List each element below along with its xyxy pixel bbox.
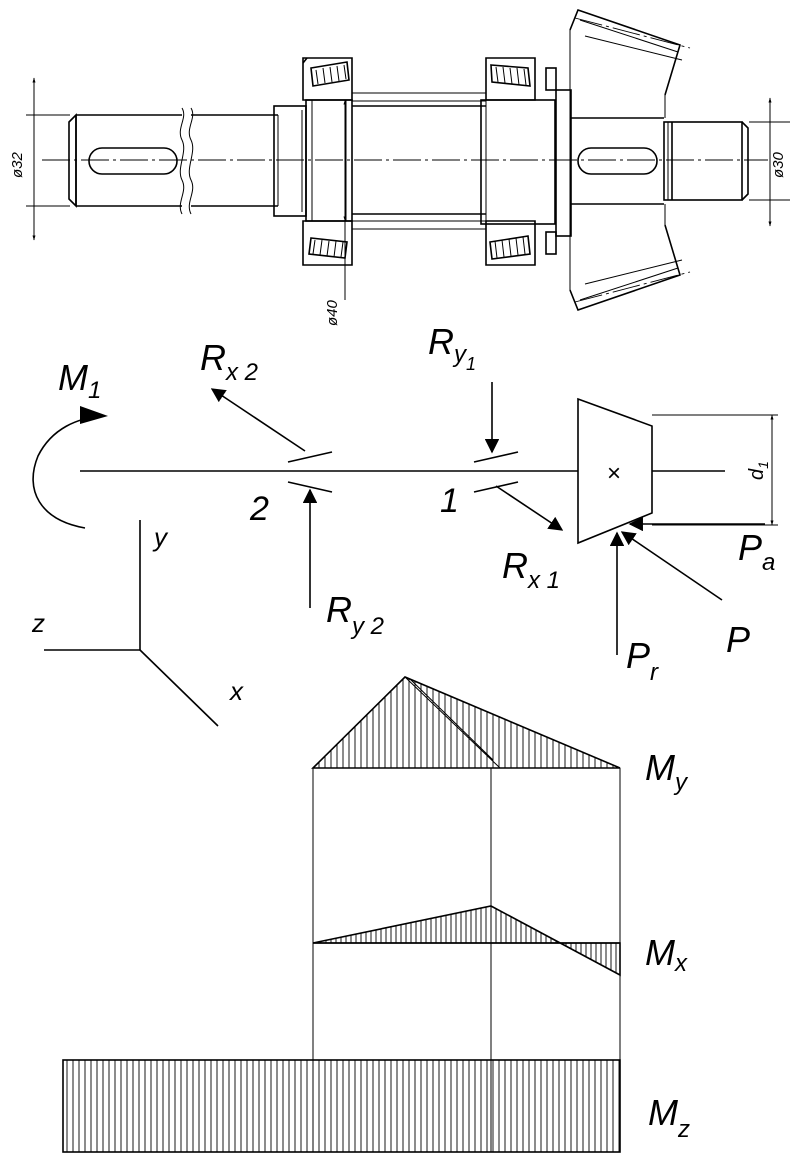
label-mz: Mz <box>648 1092 690 1143</box>
label-mx: Mx <box>645 932 688 977</box>
force-scheme: × M1 Rx 2 Ry1 Rx 1 Ry 2 2 1 Pa P Pr <box>32 321 778 686</box>
moment-diagrams: My Mx Mz <box>62 676 690 1153</box>
label-rx2: Rx 2 <box>200 337 258 386</box>
support-2-label: 2 <box>249 490 269 528</box>
label-pr: Pr <box>626 635 659 686</box>
label-ry2: Ry 2 <box>326 589 384 640</box>
axis-z-label: z <box>31 608 45 638</box>
diagram-mx <box>312 905 621 977</box>
dim-left-diameter: ø32 <box>9 151 26 178</box>
label-rx1: Rx 1 <box>502 545 560 594</box>
label-p: P <box>726 619 750 660</box>
axis-y-label: y <box>152 522 169 552</box>
dim-bearing-diameter: ø40 <box>324 299 341 326</box>
label-pa: Pa <box>738 527 775 576</box>
axis-x-label: x <box>228 676 244 706</box>
label-d1: d1 <box>746 461 771 480</box>
diagram-my <box>311 676 621 769</box>
coordinate-axes: y z x <box>31 520 244 727</box>
bevel-gear-symbol <box>577 397 653 545</box>
label-m1: M1 <box>58 357 101 404</box>
shaft-assembly: ø32 ø40 ø30 <box>9 8 790 326</box>
gear-center-cross: × <box>607 460 621 487</box>
diagram-mz <box>62 1059 621 1153</box>
label-ry1: Ry1 <box>428 321 476 374</box>
support-1-label: 1 <box>440 482 459 520</box>
dim-right-diameter: ø30 <box>770 151 787 178</box>
label-my: My <box>645 747 689 796</box>
